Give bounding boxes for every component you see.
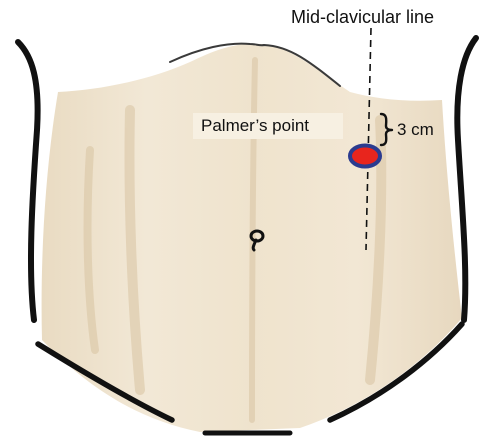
left-flank-outline (18, 42, 38, 320)
right-flank-outline (457, 38, 476, 320)
midclavicular-line-label: Mid-clavicular line (291, 8, 434, 26)
distance-label: 3 cm (397, 121, 434, 138)
palmers-point-marker (350, 146, 380, 167)
palmers-point-label: Palmer’s point (193, 113, 319, 139)
